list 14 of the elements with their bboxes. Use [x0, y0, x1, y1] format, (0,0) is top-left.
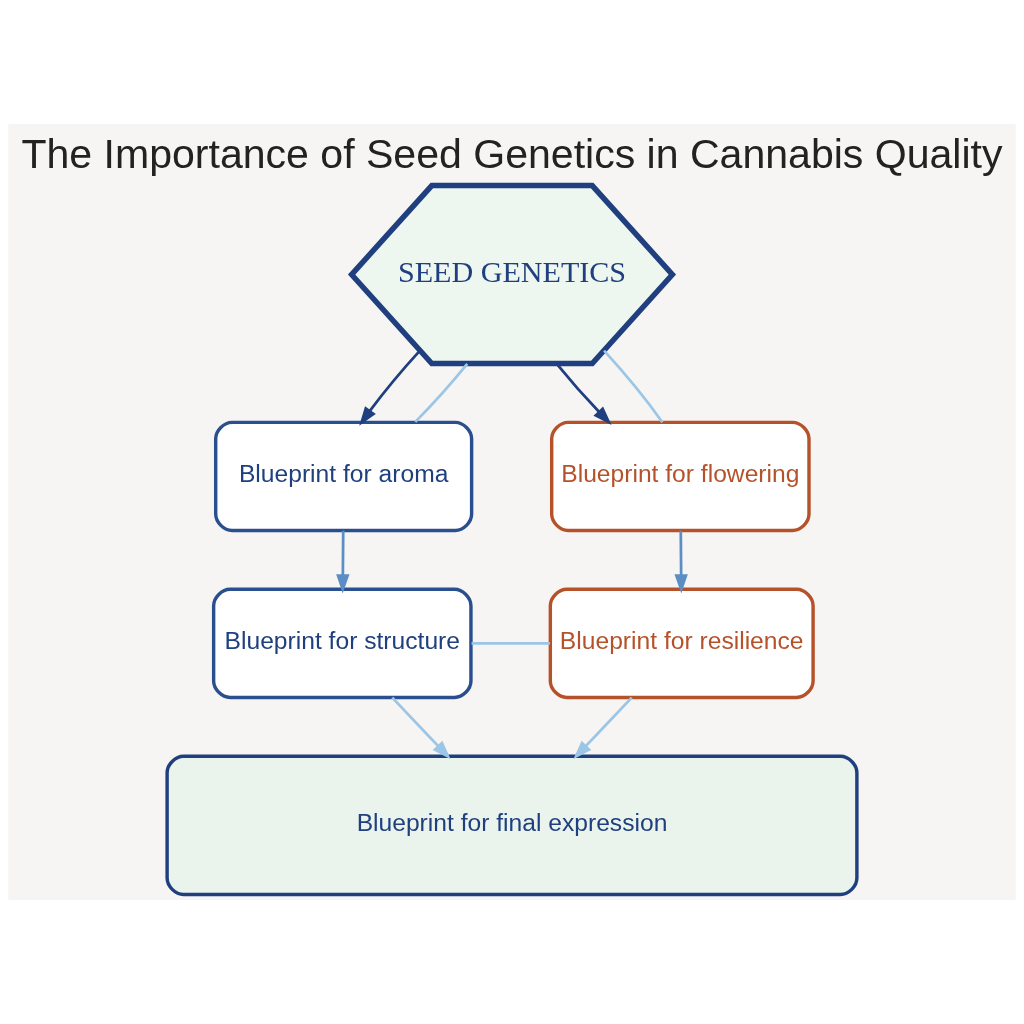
- node-box: Blueprint for flowering: [550, 420, 811, 533]
- arrow: [573, 696, 633, 760]
- node-box: Blueprint for resilience: [548, 587, 815, 700]
- connector: [414, 362, 469, 423]
- arrow: [359, 349, 421, 426]
- node-box: Blueprint for aroma: [214, 420, 474, 533]
- diagram-title: The Importance of Seed Genetics in Cannabis Quality: [21, 130, 1003, 177]
- arrow: [391, 696, 451, 760]
- node-box: Blueprint for structure: [211, 587, 473, 700]
- connector: [603, 349, 664, 424]
- arrow: [336, 530, 350, 594]
- arrow: [674, 530, 688, 594]
- connector: [471, 642, 550, 645]
- node-box: Blueprint for final expression: [165, 754, 859, 897]
